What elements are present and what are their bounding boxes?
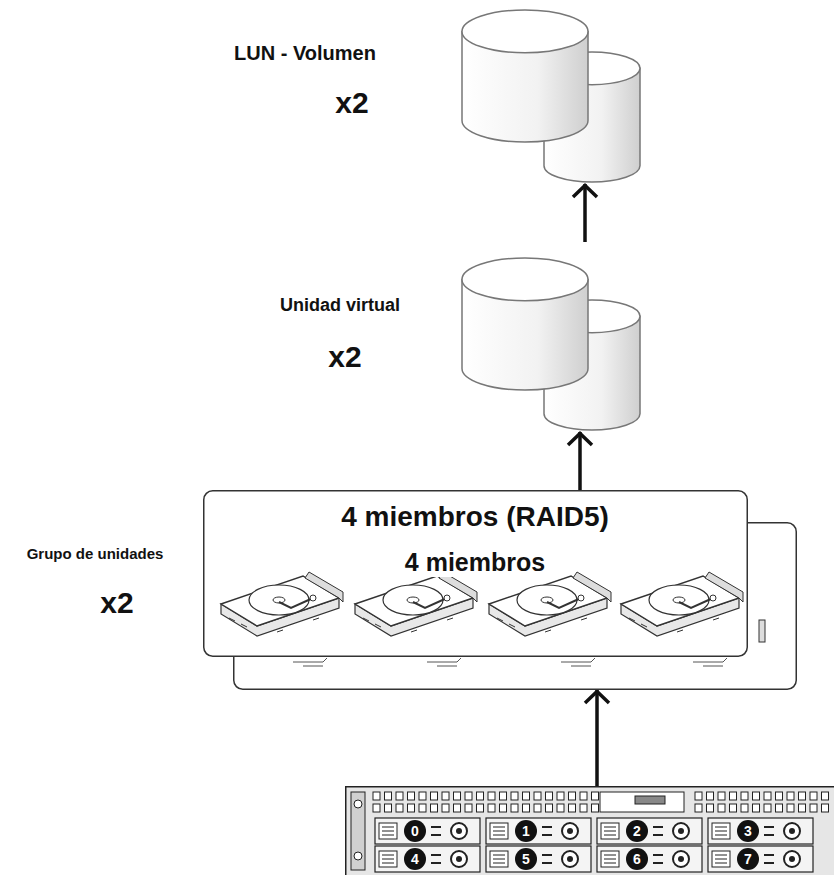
storage-server: 0 1 2 3 4 5 6 7 [345, 786, 834, 875]
group-label: 4 miembros (RAID5) [341, 502, 609, 533]
flow-arrow [585, 690, 609, 786]
bay-number: 7 [744, 852, 752, 867]
bay-number: 5 [522, 852, 530, 867]
group-label: Grupo de unidades [27, 546, 164, 563]
bay-number: 6 [633, 852, 641, 867]
bay-number: 0 [411, 824, 419, 839]
group-label: LUN - Volumen [234, 42, 376, 64]
bay-number: 1 [522, 824, 530, 839]
group-label: 4 miembros [401, 549, 549, 577]
flow-arrow [573, 184, 597, 242]
group-label: x2 [335, 86, 368, 119]
bay-number: 3 [744, 824, 752, 839]
volume-stack: LUN - Volumen x2 [200, 8, 645, 184]
illustration [200, 8, 645, 184]
illustration [200, 242, 645, 432]
volume-stack: Unidad virtual x2 [200, 242, 645, 432]
group-label: x2 [100, 586, 133, 619]
bay-number: 4 [411, 852, 419, 867]
flow-arrow [568, 432, 592, 490]
group-label: Unidad virtual [280, 296, 400, 316]
bay-number: 2 [633, 824, 641, 839]
group-label: x2 [328, 340, 361, 373]
